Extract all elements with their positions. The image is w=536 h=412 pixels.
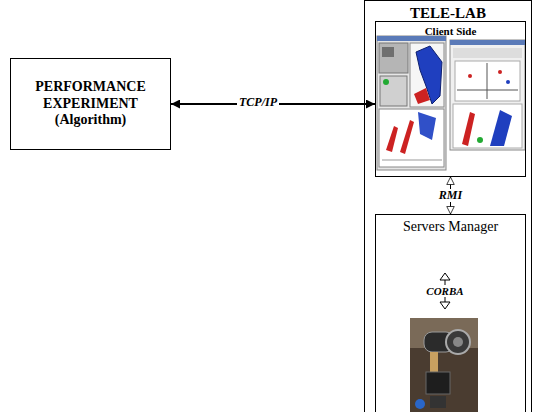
client-box: Client Side xyxy=(375,21,526,177)
plot-area xyxy=(455,61,520,101)
corba-head xyxy=(440,302,450,309)
target-object xyxy=(415,399,425,409)
video-pane xyxy=(379,43,408,73)
connector-label: RMI xyxy=(437,189,464,203)
corba-head xyxy=(440,273,450,280)
system-panel: TELE-LAB Client SideServers Manager xyxy=(364,0,532,412)
protocol-label: CORBA xyxy=(424,285,465,298)
toolbar xyxy=(453,48,522,58)
screenshot-window xyxy=(450,40,525,150)
leg-part xyxy=(462,112,475,146)
arm-part xyxy=(490,110,512,146)
video-object xyxy=(382,47,394,57)
leg-part xyxy=(386,126,398,152)
box-label: PERFORMANCE EXPERIMENT (Algorithm) xyxy=(17,79,164,129)
hardware-photo xyxy=(410,318,478,412)
arm-part xyxy=(418,112,436,140)
connector-label: TCP/IP xyxy=(237,96,279,110)
title-bar xyxy=(450,40,525,45)
screenshot-window xyxy=(377,36,446,170)
view-pane xyxy=(410,43,444,107)
status-dot xyxy=(383,79,389,85)
plot-axis xyxy=(487,63,488,99)
server-box: Servers Manager xyxy=(375,214,526,412)
process-box: PERFORMANCE EXPERIMENT (Algorithm) xyxy=(10,58,171,150)
plot-point xyxy=(498,70,502,74)
plot-axis xyxy=(457,90,518,91)
ground-line xyxy=(382,160,442,161)
lower-pane xyxy=(379,109,444,167)
leg-part xyxy=(400,120,414,154)
box-label: Client Side xyxy=(425,25,477,38)
lens-glass xyxy=(453,337,463,347)
plot-point xyxy=(468,74,472,78)
plot-point xyxy=(506,80,510,84)
gripper-block xyxy=(426,372,450,394)
gripper-jaw xyxy=(430,396,446,408)
box-label: TELE-LAB xyxy=(410,4,486,22)
gripper xyxy=(414,88,430,104)
control-pane xyxy=(380,76,407,106)
status-dot xyxy=(477,137,483,143)
camera-lens xyxy=(446,330,470,354)
box-label: Servers Manager xyxy=(403,219,498,236)
model-pane xyxy=(453,104,522,148)
